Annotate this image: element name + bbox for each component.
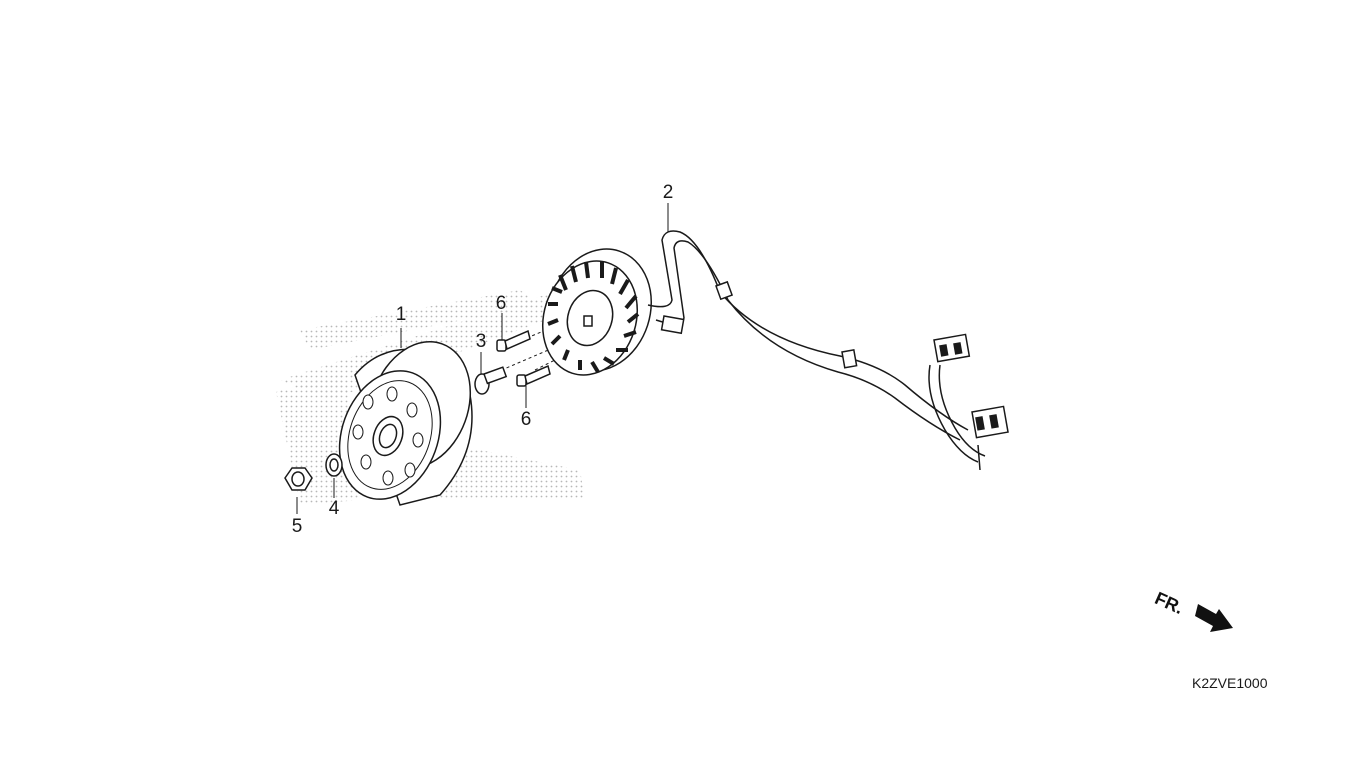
bolt-upper [496,329,531,352]
flange-nut [284,467,313,491]
callout-4: 4 [328,498,340,519]
spacer-collar [474,366,508,395]
stator-assembly [541,248,653,376]
front-arrow-icon [1195,604,1233,632]
figure-code: K2ZVE1000 [1192,675,1268,691]
connector-upper [933,333,971,363]
callout-1: 1 [395,304,407,325]
bolt-lower [516,364,551,387]
connector-lower [971,405,1009,471]
washer [325,453,343,477]
callout-2: 2 [662,182,674,203]
flywheel-rotor [338,341,473,506]
callout-3: 3 [475,331,487,352]
callout-5: 5 [291,516,303,537]
callout-6-lower: 6 [520,409,532,430]
wire-harness [647,230,1009,471]
callout-6-upper: 6 [495,293,507,314]
